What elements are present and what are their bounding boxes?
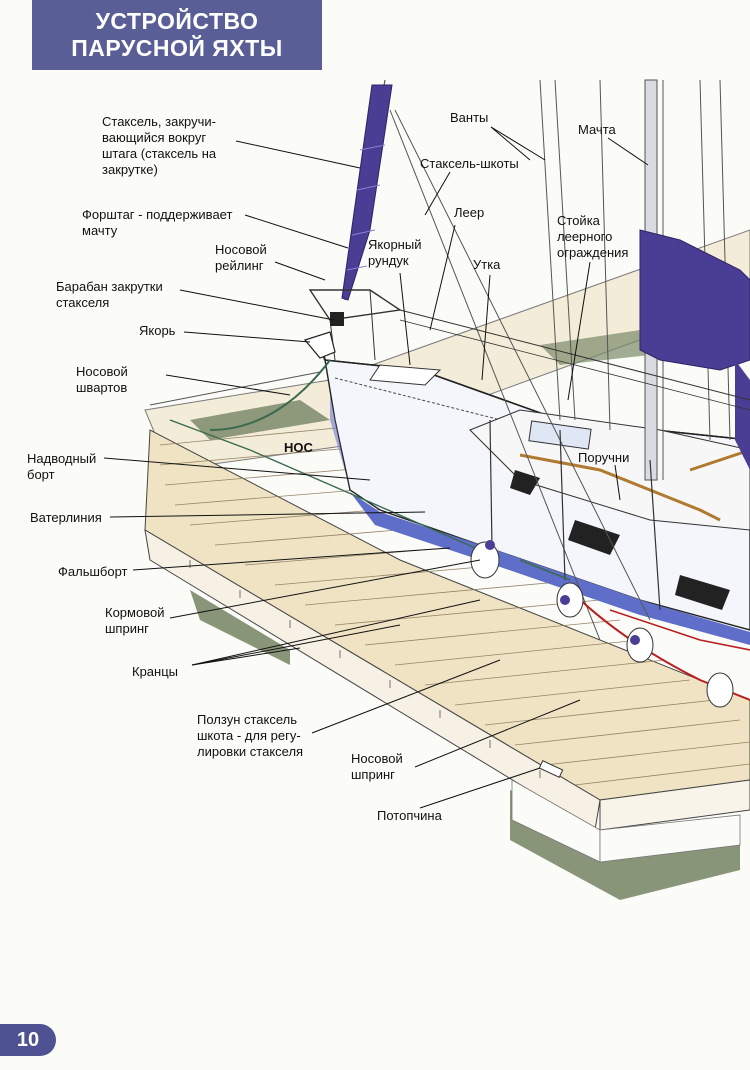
label-anchor-locker: Якорный рундук: [368, 237, 422, 268]
label-bow-line: Носовой швартов: [76, 364, 128, 395]
label-furling-drum: Барабан закрутки стакселя: [56, 279, 163, 310]
label-stanchion: Стойка леерного ограждения: [557, 213, 629, 260]
leader-lines: [103, 126, 649, 809]
label-topsides: Надводный борт: [27, 451, 97, 482]
label-waterline: Ватерлиния: [30, 510, 102, 525]
label-jib-sheets: Стаксель-шкоты: [420, 156, 519, 171]
page-number-badge: 10: [0, 1024, 56, 1056]
label-shrouds: Ванты: [450, 110, 489, 125]
label-anchor: Якорь: [139, 323, 176, 338]
title-line-1: УСТРОЙСТВО: [95, 8, 259, 34]
label-handrails: Поручни: [578, 450, 630, 465]
label-jib-furling: Стаксель, закручи- вающийся вокруг штага…: [102, 114, 217, 177]
label-cleat-dock: Потопчина: [377, 808, 442, 823]
dock: [144, 419, 750, 900]
label-mast: Мачта: [578, 122, 616, 137]
label-lifeline: Леер: [454, 205, 485, 220]
label-bow-pulpit: Носовой рейлинг: [215, 242, 267, 273]
label-bow-spring: Носовой шпринг: [351, 751, 403, 782]
page-number: 10: [16, 1028, 40, 1051]
label-stern-spring: Кормовой шпринг: [105, 605, 165, 636]
label-jib-car: Ползун стаксель шкота - для регу- лировк…: [197, 712, 304, 759]
cabin: [469, 409, 750, 610]
bow-marker: НОС: [284, 440, 313, 455]
label-toerail: Фальшборт: [58, 564, 128, 579]
label-fenders: Кранцы: [132, 664, 179, 679]
rigging: [169, 79, 750, 708]
label-forestay: Форштаг - поддерживает мачту: [82, 207, 233, 238]
label-cleat-boat: Утка: [473, 257, 501, 272]
title-box: УСТРОЙСТВО ПАРУСНОЙ ЯХТЫ: [32, 0, 322, 70]
title-line-2: ПАРУСНОЙ ЯХТЫ: [71, 35, 283, 61]
